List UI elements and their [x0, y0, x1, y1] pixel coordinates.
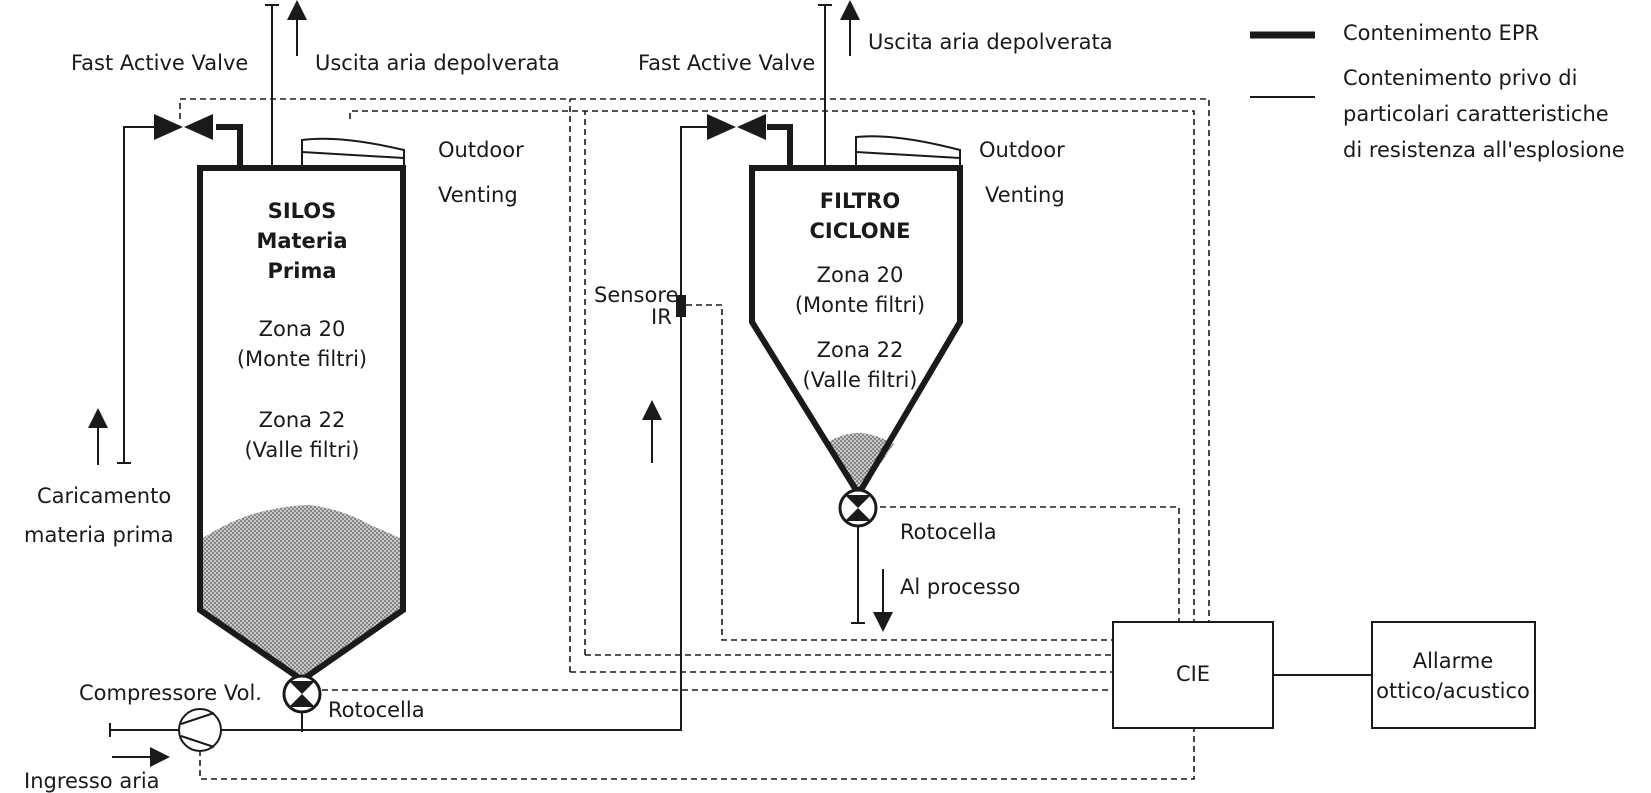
cie-box — [1112, 621, 1274, 729]
cyclone-valve-label: Fast Active Valve — [638, 51, 815, 75]
ir-sensor-label-line1: Sensore — [594, 283, 678, 307]
silos-zone20: Zona 20 — [259, 317, 346, 341]
silos: SILOS Materia Prima Zona 20 (Monte filtr… — [88, 0, 406, 732]
legend-plain-label-line3: di resistenza all'esplosione — [1343, 138, 1625, 162]
silos-title-line1: SILOS — [268, 199, 337, 223]
cyclone-sensor-line — [302, 126, 707, 731]
cyclone-venting-label-line1: Outdoor — [979, 138, 1065, 162]
silos-outdoor-venting-panel — [301, 137, 405, 168]
cyclone-venting-label-line2: Venting — [985, 183, 1065, 207]
legend-epr-label: Contenimento EPR — [1343, 21, 1539, 45]
silos-zone22: Zona 22 — [259, 408, 346, 432]
cyclone-outdoor-venting-panel — [855, 135, 961, 168]
silos-title-line2: Materia — [256, 229, 347, 253]
silos-rotary-valve-icon — [282, 674, 322, 714]
alarm-box — [1371, 621, 1536, 729]
silos-rotary-label: Rotocella — [328, 698, 425, 722]
signal-lines — [179, 98, 1210, 780]
silos-body — [197, 165, 406, 684]
cie-label: CIE — [1176, 662, 1210, 686]
cyclone-title-line1: FILTRO — [820, 189, 900, 213]
cyclone-zone20: Zona 20 — [817, 263, 904, 287]
alarm-label-line1: Allarme — [1413, 649, 1494, 673]
air-inlet-label: Ingresso aria — [24, 769, 160, 793]
cyclone-zone22: Zona 22 — [817, 338, 904, 362]
silos-valve-label: Fast Active Valve — [71, 51, 248, 75]
silos-loading-label-line1: Caricamento — [37, 484, 171, 508]
cyclone-fast-active-valve-icon — [707, 114, 766, 140]
cyclone-rotary-valve-icon — [838, 488, 878, 528]
silos-venting-label-line1: Outdoor — [438, 138, 524, 162]
cyclone-outlet-label: Uscita aria depolverata — [868, 30, 1113, 54]
legend-plain-label-line2: particolari caratteristiche — [1343, 102, 1609, 126]
cyclone-rotary-label: Rotocella — [900, 520, 997, 544]
cyclone-process-label: Al processo — [900, 575, 1020, 599]
silos-material-fill — [200, 505, 403, 680]
cyclone-filter: FILTRO CICLONE Zona 20 (Monte filtri) Zo… — [302, 0, 963, 731]
legend-plain-label-line1: Contenimento privo di — [1343, 66, 1577, 90]
silos-loading-label-line2: materia prima — [24, 523, 174, 547]
cyclone-title-line2: CICLONE — [809, 219, 910, 243]
silos-zone20-sub: (Monte filtri) — [237, 347, 367, 371]
ir-sensor-label-line2: IR — [651, 305, 672, 329]
silos-title-line3: Prima — [268, 259, 337, 283]
compressor — [109, 708, 302, 767]
compressor-label: Compressore Vol. — [79, 681, 262, 705]
silos-zone22-sub: (Valle filtri) — [244, 438, 359, 462]
cyclone-material-fill — [826, 432, 894, 491]
compressor-icon — [178, 708, 222, 752]
silos-outlet-label: Uscita aria depolverata — [315, 51, 560, 75]
silos-venting-label-line2: Venting — [438, 183, 518, 207]
cyclone-zone22-sub: (Valle filtri) — [802, 368, 917, 392]
cyclone-zone20-sub: (Monte filtri) — [795, 293, 925, 317]
ir-sensor-icon — [676, 295, 686, 317]
alarm-label-line2: ottico/acustico — [1376, 679, 1530, 703]
silos-fast-active-valve-icon — [154, 114, 213, 140]
legend: Contenimento EPR Contenimento privo di p… — [1250, 21, 1625, 162]
silos-loading-line — [123, 126, 154, 463]
